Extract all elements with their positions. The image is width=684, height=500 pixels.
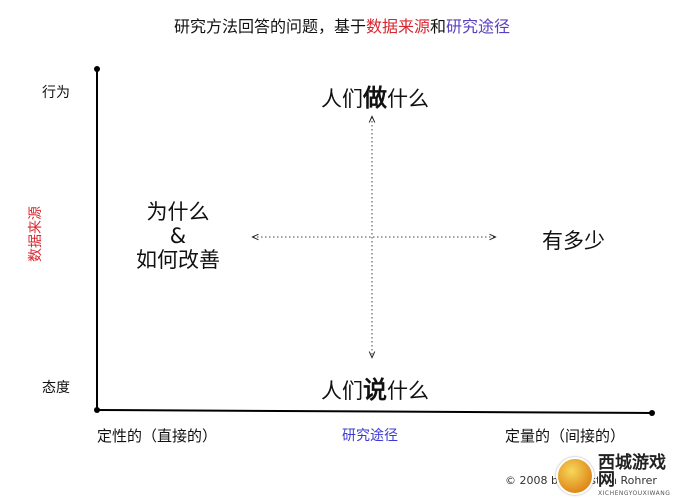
- y-axis-title: 数据来源: [28, 206, 44, 262]
- site-watermark: 西城游戏网 XICHENGYOUXIWANG: [556, 455, 680, 497]
- quadrant-left-line-1: 为什么: [146, 200, 210, 224]
- x-axis-end-dot: [649, 410, 655, 416]
- quadrant-top-label: 人们做什么: [321, 78, 429, 113]
- quadrant-bottom-post: 什么: [387, 379, 429, 403]
- quadrant-right-label: 有多少: [542, 229, 605, 253]
- quadrant-top-key: 做: [363, 84, 387, 112]
- watermark-badge-icon: [556, 457, 594, 495]
- quadrant-bottom-key: 说: [363, 376, 387, 404]
- x-axis-left-label: 定性的（直接的）: [97, 427, 218, 445]
- y-axis-bottom-label: 态度: [42, 380, 70, 396]
- quadrant-left-line-3: 如何改善: [136, 248, 220, 272]
- watermark-text: 西城游戏网 XICHENGYOUXIWANG: [598, 455, 680, 497]
- origin-dot: [94, 407, 100, 413]
- quadrant-left-label: 为什么 & 如何改善: [136, 200, 220, 272]
- x-axis-right-label: 定量的（间接的）: [505, 427, 626, 445]
- quadrant-top-post: 什么: [387, 87, 429, 111]
- quadrant-bottom-pre: 人们: [321, 379, 363, 403]
- watermark-main-text: 西城游戏网: [598, 453, 666, 490]
- title-prefix: 研究方法回答的问题，基于: [173, 17, 366, 36]
- y-axis-top-dot: [94, 66, 100, 72]
- y-axis-top-label: 行为: [42, 85, 70, 101]
- quadrant-left-line-2: &: [169, 224, 187, 248]
- watermark-sub-text: XICHENGYOUXIWANG: [598, 490, 671, 497]
- quadrant-bottom-label: 人们说什么: [321, 370, 429, 405]
- quadrant-top-pre: 人们: [321, 87, 363, 111]
- diagram-title: 研究方法回答的问题，基于数据来源和研究途径: [0, 13, 684, 37]
- title-data-source: 数据来源: [365, 17, 430, 36]
- x-axis-line: [96, 409, 653, 414]
- title-connector: 和: [430, 17, 447, 36]
- title-research-path: 研究途径: [446, 17, 511, 36]
- x-axis-title: 研究途径: [342, 428, 398, 444]
